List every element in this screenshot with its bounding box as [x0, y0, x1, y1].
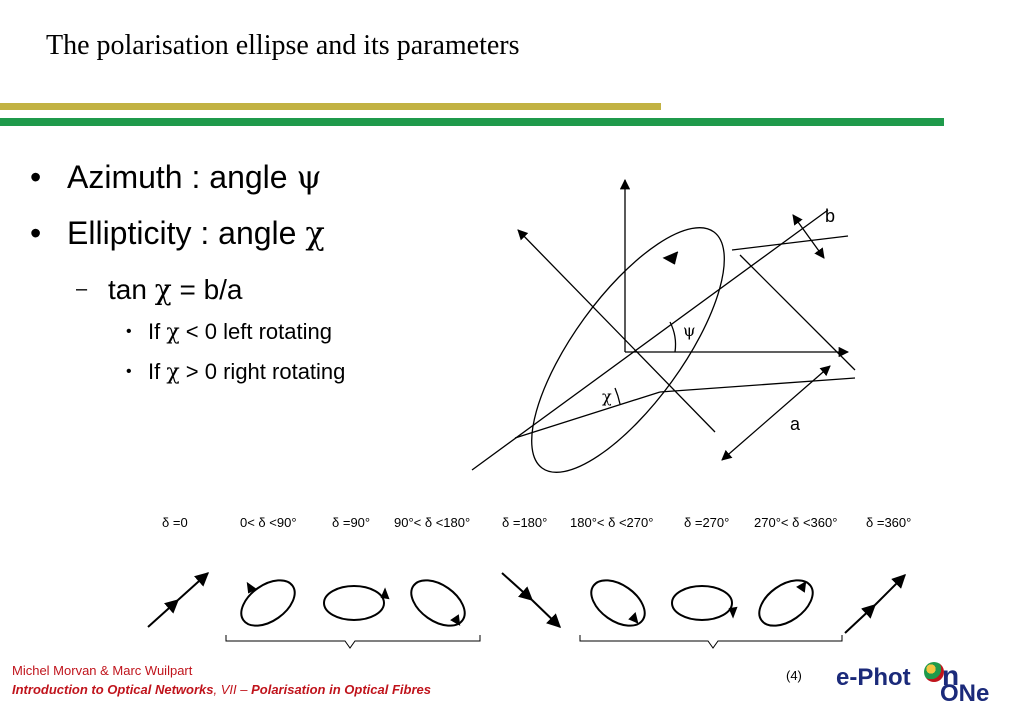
bullet-tan: –tan χ = b/a [76, 273, 243, 306]
bullet-dot: • [30, 215, 42, 251]
ephoton-logo: e-Phot n ONe [836, 660, 990, 707]
label-psi: ψ [683, 321, 696, 340]
dash-marker: – [76, 278, 88, 300]
footer-authors: Michel Morvan & Marc Wuilpart [12, 663, 193, 678]
divider-olive [0, 103, 661, 110]
state-label-7: 270°< δ <360° [754, 515, 837, 530]
bullet-right-rotating: •If χ > 0 right rotating [126, 359, 346, 385]
a-reference-line [659, 377, 856, 393]
state-ellipse-3 [410, 579, 466, 627]
label-a: a [790, 414, 801, 434]
psi-symbol: ψ [296, 158, 322, 196]
chi-angle-arc [614, 387, 621, 405]
polarisation-states: δ =0 0< δ <90° δ =90° 90°< δ <180° δ =18… [147, 515, 911, 649]
bullet-dot: • [126, 323, 132, 340]
bullet-left-rotating: •If χ < 0 left rotating [126, 319, 332, 345]
polarisation-ellipse-diagram: b a ψ χ [471, 178, 856, 473]
state-label-0: δ =0 [162, 515, 188, 530]
state-circle-6 [671, 585, 733, 621]
divider-green [0, 118, 944, 126]
b-dimension-arrow [792, 214, 825, 259]
bullet-azimuth: •Azimuth : angle ψ [30, 158, 322, 196]
ellipse-tangent-line [739, 254, 856, 371]
state-linear-8 [844, 604, 877, 634]
state-circle-2 [323, 585, 385, 621]
polarisation-ellipse [531, 227, 725, 473]
bullet-ellipticity: •Ellipticity : angle χ [30, 214, 325, 252]
state-ellipse-1 [240, 579, 296, 627]
bullet-dot: • [30, 159, 42, 195]
label-chi: χ [602, 387, 612, 406]
chi-symbol: χ [305, 214, 325, 252]
state-ellipse-5 [590, 579, 646, 627]
major-axis-line [471, 209, 829, 471]
state-linear-0 [147, 599, 180, 628]
globe-icon [924, 662, 944, 682]
state-label-6: δ =270° [684, 515, 729, 530]
state-label-2: δ =90° [332, 515, 370, 530]
brace-right [579, 635, 843, 649]
state-ellipse-7 [758, 579, 814, 627]
label-b: b [825, 206, 835, 226]
state-label-1: 0< δ <90° [240, 515, 297, 530]
state-label-3: 90°< δ <180° [394, 515, 470, 530]
psi-angle-arc [669, 321, 677, 353]
minor-axis-arrow [517, 229, 716, 433]
chi-reference-line [514, 391, 661, 439]
state-label-8: δ =360° [866, 515, 911, 530]
rotation-arrow [662, 251, 679, 265]
slide-title: The polarisation ellipse and its paramet… [46, 30, 520, 61]
state-label-4: δ =180° [502, 515, 547, 530]
footer-course: Introduction to Optical Networks, VII – … [12, 682, 431, 697]
state-label-5: 180°< δ <270° [570, 515, 653, 530]
b-reference-line [731, 235, 849, 251]
state-linear-4 [501, 572, 534, 601]
bullet-dot: • [126, 363, 132, 380]
page-number: (4) [786, 668, 802, 683]
brace-left [225, 635, 481, 649]
a-dimension-arrow [721, 365, 831, 461]
